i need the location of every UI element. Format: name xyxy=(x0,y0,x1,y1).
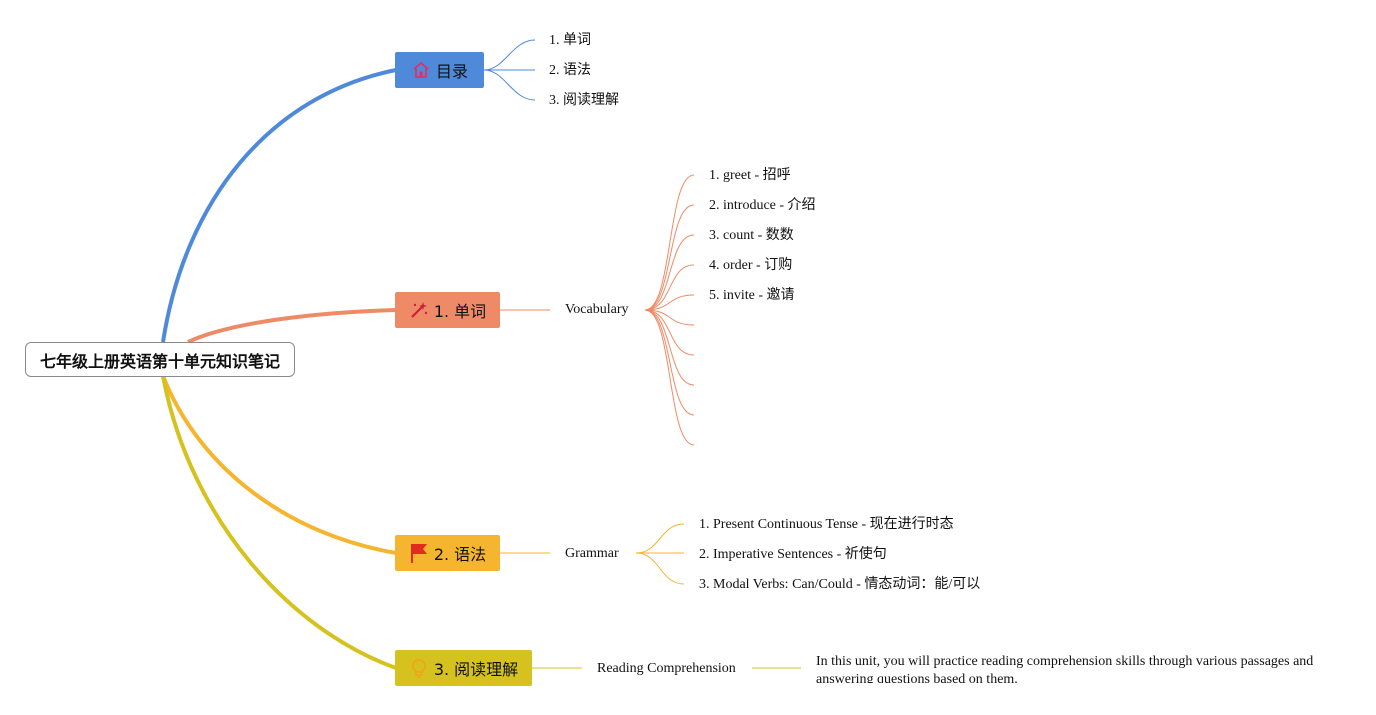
vocab-subtopic[interactable]: Vocabulary xyxy=(565,302,629,317)
branch-vocab-label: 1. 单词 xyxy=(433,302,487,321)
toc-leaf-edges xyxy=(483,39,536,101)
house-icon xyxy=(411,60,431,80)
vocab-leaf-edge xyxy=(644,294,695,311)
grammar-item[interactable]: 3. Modal Verbs: Can/Could - 情态动词：能/可以 xyxy=(699,577,981,592)
vocab-leaf-edge xyxy=(644,309,695,416)
vocab-item[interactable]: 1. greet - 招呼 xyxy=(709,168,791,183)
vocab-leaf-edge xyxy=(644,174,695,311)
edge-root-reading xyxy=(161,375,397,670)
branch-vocab[interactable]: 1. 单词 xyxy=(395,292,500,328)
vocab-item[interactable]: 2. introduce - 介绍 xyxy=(709,198,816,213)
reading-description[interactable]: In this unit, you will practice reading … xyxy=(816,654,1314,683)
flag-icon xyxy=(409,543,429,563)
grammar-item[interactable]: 1. Present Continuous Tense - 现在进行时态 xyxy=(699,517,954,532)
magic-wand-icon xyxy=(409,300,429,320)
edge-root-vocab xyxy=(187,308,397,344)
vocab-item[interactable]: 5. invite - 邀请 xyxy=(709,288,795,303)
vocab-leaf-edge xyxy=(644,264,695,311)
grammar-item[interactable]: 2. Imperative Sentences - 祈使句 xyxy=(699,547,887,562)
vocab-leaf-edge xyxy=(644,234,695,311)
vocab-item[interactable]: 4. order - 订购 xyxy=(709,258,793,273)
lightbulb-icon xyxy=(409,658,429,678)
edge-root-grammar xyxy=(161,375,397,555)
grammar-subtopic[interactable]: Grammar xyxy=(565,546,619,561)
vocab-leaf-edge xyxy=(644,309,695,386)
branch-reading-label: 3. 阅读理解 xyxy=(433,660,519,679)
branch-reading[interactable]: 3. 阅读理解 xyxy=(395,650,532,686)
reading-subtopic[interactable]: Reading Comprehension xyxy=(597,661,736,676)
branch-grammar-label: 2. 语法 xyxy=(433,545,487,564)
vocab-leaf-edge xyxy=(644,309,695,326)
toc-item[interactable]: 3. 阅读理解 xyxy=(549,93,619,108)
vocab-leaf-edges xyxy=(644,174,695,446)
grammar-leaf-edges xyxy=(635,523,685,585)
branch-toc-label: 目录 xyxy=(435,62,468,81)
vocab-item[interactable]: 3. count - 数数 xyxy=(709,228,794,243)
vocab-leaf-edge xyxy=(644,309,695,356)
toc-item[interactable]: 2. 语法 xyxy=(549,63,591,78)
edge-root-toc xyxy=(161,68,397,343)
toc-item[interactable]: 1. 单词 xyxy=(549,33,591,48)
root-topic[interactable]: 七年级上册英语第十单元知识笔记 xyxy=(25,342,295,377)
branch-toc[interactable]: 目录 xyxy=(395,52,484,88)
vocab-leaf-edge xyxy=(644,309,695,446)
vocab-leaf-edge xyxy=(644,204,695,311)
branch-grammar[interactable]: 2. 语法 xyxy=(395,535,500,571)
